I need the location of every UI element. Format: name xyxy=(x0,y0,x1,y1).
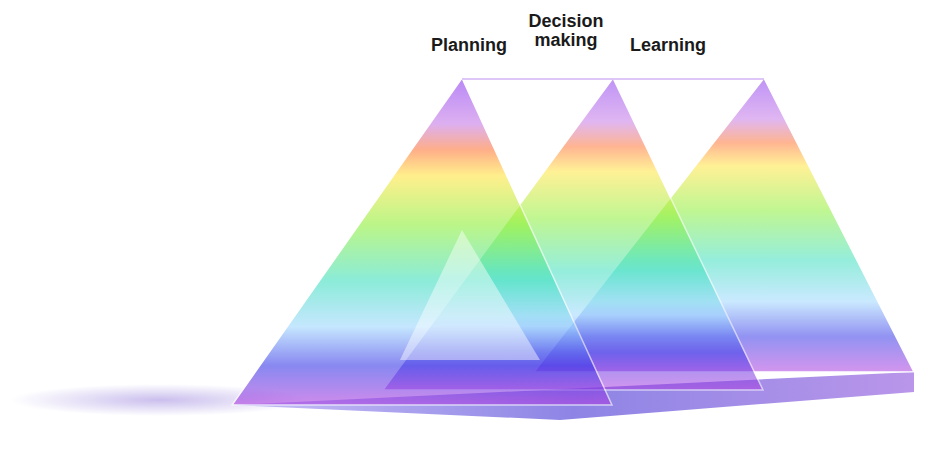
prism-highlight xyxy=(400,230,540,360)
prism-face xyxy=(232,78,612,405)
prism-label: Learning xyxy=(608,36,728,55)
prism-label: Decision making xyxy=(521,12,611,50)
prism-label: Planning xyxy=(409,36,529,55)
prism-ridge xyxy=(462,78,764,80)
